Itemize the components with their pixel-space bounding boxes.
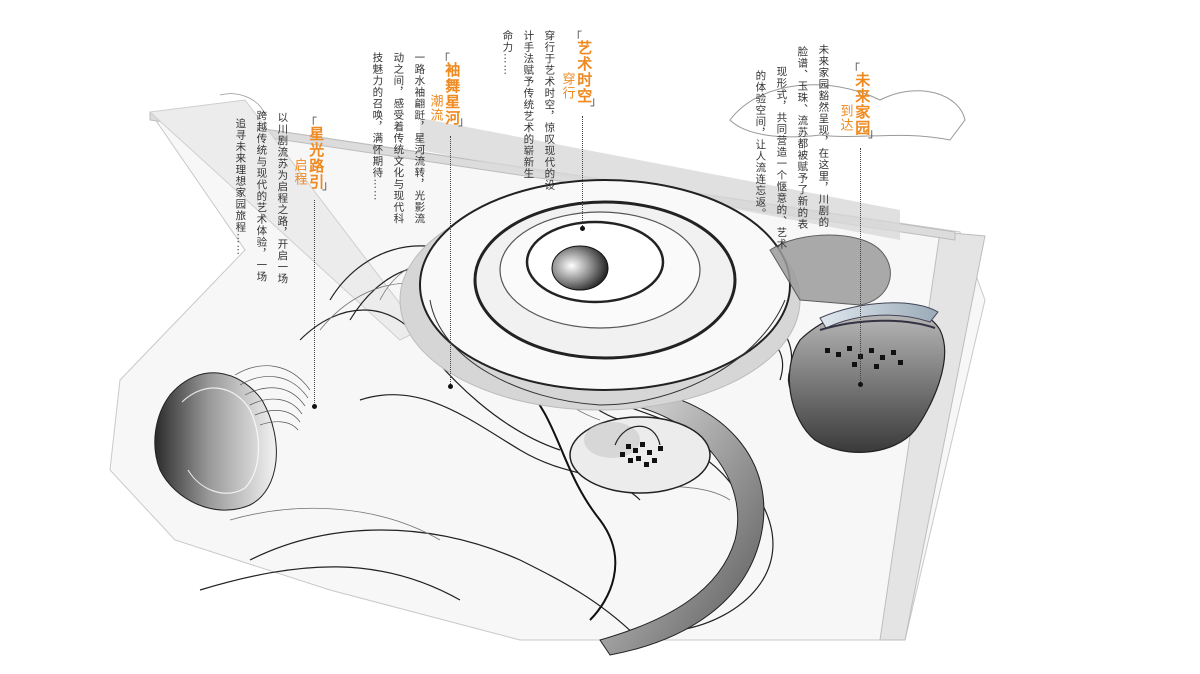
section-text-line: 技魅力的召唤，满怀期待…… bbox=[371, 52, 384, 202]
section-text-line: 计手法赋予传统艺术的崭新生 bbox=[522, 30, 535, 180]
section-subtitle: 到达 bbox=[837, 104, 853, 132]
leader-pin bbox=[580, 226, 585, 231]
south-ribbon bbox=[599, 389, 765, 656]
section-text-line: 一路水袖翩跹，星河流转，光影流 bbox=[413, 52, 426, 225]
site-wall-east bbox=[879, 231, 986, 641]
bracket-open: 「 bbox=[570, 30, 583, 44]
section-text-line: 的体验空间，让人流连忘返。 bbox=[754, 70, 767, 220]
bracket-close: 」 bbox=[590, 94, 603, 108]
bracket-close: 」 bbox=[868, 126, 881, 140]
central-theater bbox=[399, 179, 801, 411]
section-subtitle: 潮流 bbox=[427, 94, 443, 122]
section-text-line: 以川剧流苏为启程之路，开启一场 bbox=[276, 112, 289, 285]
leader-pin bbox=[312, 404, 317, 409]
center-island bbox=[569, 416, 711, 494]
section-subtitle: 穿行 bbox=[559, 72, 575, 100]
section-title: 星光路引 bbox=[307, 126, 326, 190]
section-text-line: 未来家园豁然呈现，在这里，川剧的 bbox=[817, 44, 830, 228]
section-text-line: 动之间，感受着传统文化与现代科 bbox=[392, 52, 405, 225]
section-text-line: 穿行于艺术时空，惊叹现代的设 bbox=[543, 30, 556, 191]
section-text-line: 脸谱、玉珠、流苏都被赋予了新的表 bbox=[796, 46, 809, 230]
west-shell-building bbox=[154, 365, 311, 511]
section-text-line: 跨越传统与现代的艺术体验，一场 bbox=[255, 110, 268, 283]
leader-line bbox=[860, 148, 861, 384]
section-text-line: 追寻未来理想家园旅程…… bbox=[234, 118, 247, 256]
section-text-line: 命力…… bbox=[501, 30, 514, 76]
leader-pin bbox=[448, 384, 453, 389]
leader-pin bbox=[858, 382, 863, 387]
bracket-close: 」 bbox=[458, 114, 471, 128]
leader-line bbox=[314, 200, 315, 405]
bracket-open: 「 bbox=[305, 116, 318, 130]
bracket-open: 「 bbox=[848, 62, 861, 76]
section-text-line: 现形式，共同营造一个惬意的、艺术 bbox=[775, 66, 788, 250]
bracket-open: 「 bbox=[438, 52, 451, 66]
section-title: 未来家园 bbox=[853, 72, 872, 136]
leader-line bbox=[450, 136, 451, 386]
section-title: 袖舞星河 bbox=[443, 62, 462, 126]
bracket-close: 」 bbox=[322, 178, 335, 192]
leader-line bbox=[582, 116, 583, 228]
section-title: 艺术时空 bbox=[575, 40, 594, 104]
section-subtitle: 启程 bbox=[291, 158, 307, 186]
site-grey-band bbox=[420, 118, 900, 240]
